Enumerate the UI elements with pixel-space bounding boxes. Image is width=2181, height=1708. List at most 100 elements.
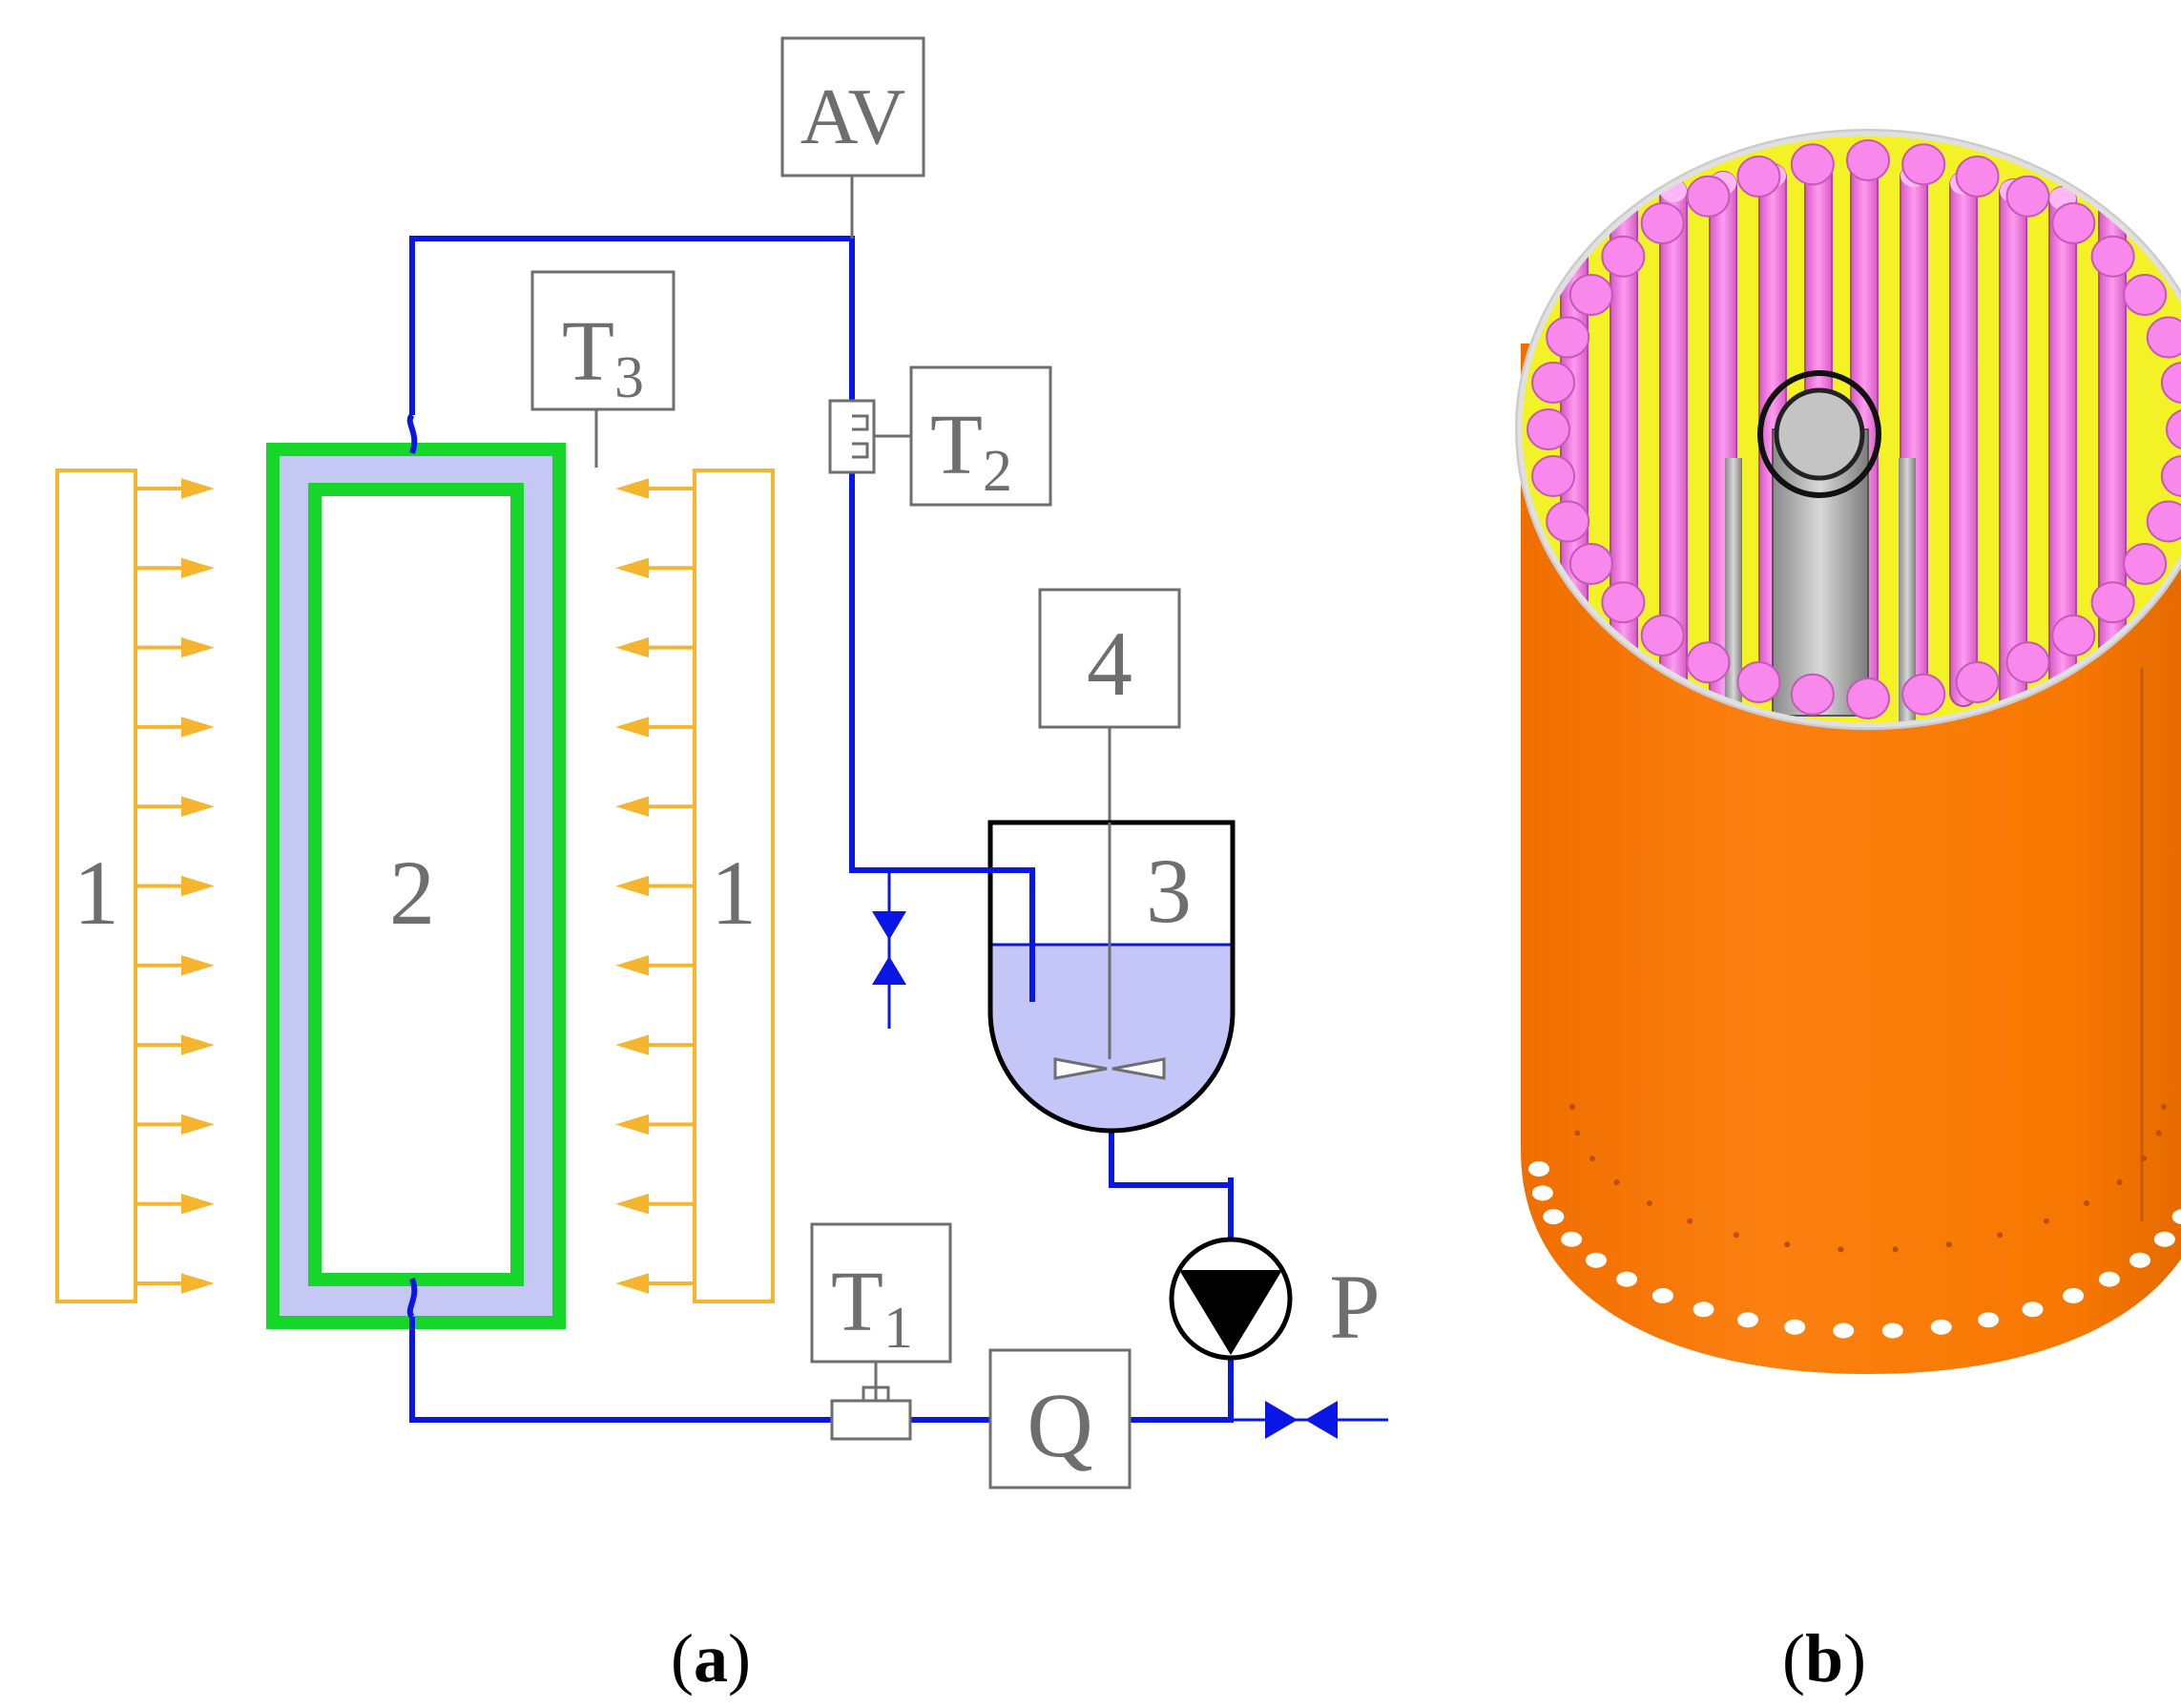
perimeter-tube-end <box>1546 316 1590 359</box>
rivet <box>2155 1130 2162 1136</box>
flow-meter-label: Q <box>1027 1374 1092 1476</box>
rivet <box>1892 1246 1899 1253</box>
rivet <box>1733 1232 1739 1239</box>
central-rods <box>1725 370 1916 725</box>
solar-absorber: 2 <box>266 443 566 1329</box>
rivet <box>1574 1130 1581 1136</box>
rivet <box>2116 1178 2123 1185</box>
heat-arrow-head <box>181 955 215 976</box>
perimeter-tube-end <box>1901 143 1946 186</box>
vent-hole <box>2022 1302 2044 1318</box>
t3-label: T <box>562 304 614 399</box>
perimeter-tube-end <box>1686 175 1731 218</box>
temperature-sensor-t3: T3 <box>530 270 675 468</box>
vent-hole <box>2153 1231 2175 1247</box>
temperature-sensor-t1: T1 <box>810 1222 952 1441</box>
heat-arrow-head <box>615 636 649 658</box>
heat-arrows-right <box>615 478 695 1294</box>
rivet <box>1945 1241 1952 1248</box>
tank-label: 3 <box>1146 840 1192 942</box>
t1-subscript: 1 <box>883 1296 913 1361</box>
stirrer-label: 4 <box>1087 613 1132 715</box>
heat-arrow-head <box>615 1193 649 1215</box>
vent-hole <box>1784 1319 1806 1335</box>
svg-text:T3: T3 <box>562 304 644 410</box>
t2-label: T <box>930 398 983 492</box>
heat-arrow-head <box>181 717 215 738</box>
heat-arrow-head <box>615 717 649 738</box>
svg-text:T1: T1 <box>831 1255 913 1361</box>
perimeter-tube-end <box>1736 660 1781 703</box>
vent-hole <box>1978 1312 2000 1328</box>
temperature-sensor-t2: T2 <box>828 365 1052 507</box>
air-vent: AV <box>780 36 925 239</box>
heat-arrow-head <box>181 1114 215 1135</box>
heat-arrow-head <box>181 557 215 579</box>
pump-label: P <box>1329 1256 1380 1358</box>
perimeter-tube-end <box>2160 454 2181 497</box>
heat-arrow-head <box>615 796 649 817</box>
heat-arrow-head <box>615 875 649 897</box>
flow-meter: Q <box>988 1348 1132 1489</box>
tube-end <box>1561 191 1588 214</box>
t2-subscript: 2 <box>983 439 1012 504</box>
pump: P <box>1169 1237 1381 1361</box>
vent-hole <box>1693 1302 1714 1318</box>
heat-arrow-head <box>615 478 649 499</box>
perimeter-tube-end <box>1790 143 1835 186</box>
tube <box>1999 178 2027 715</box>
rivet <box>1687 1218 1693 1224</box>
heater-right-label: 1 <box>711 842 757 944</box>
t1-label: T <box>831 1255 883 1349</box>
inlet-valve[interactable] <box>1265 1401 1338 1439</box>
storage-tank: 3 <box>852 820 1236 1134</box>
surface-rivets <box>1569 1104 2167 1253</box>
perimeter-tube-end <box>2051 201 2096 244</box>
perimeter-tube-end <box>1531 362 1576 405</box>
perimeter-tube-end <box>1601 581 1646 624</box>
perimeter-tube-end <box>1601 235 1646 278</box>
vent-hole <box>1833 1323 1855 1339</box>
vent-hole <box>1561 1231 1583 1247</box>
perimeter-tube-end <box>1686 641 1731 684</box>
vent-hole <box>1616 1271 1638 1287</box>
perimeter-tube-end <box>1527 408 1570 450</box>
perimeter-tube-end <box>2160 362 2181 405</box>
vent-hole <box>1543 1209 1565 1225</box>
perimeter-tube-end <box>2166 408 2181 450</box>
air-vent-label: AV <box>800 73 906 161</box>
rivet <box>1646 1200 1652 1207</box>
heat-arrow-head <box>615 955 649 976</box>
heat-arrow-head <box>615 1114 649 1135</box>
perimeter-tube-end <box>2146 500 2181 543</box>
heat-arrow-head <box>615 557 649 579</box>
perimeter-tube-end <box>1846 677 1890 719</box>
perimeter-tube-end <box>1955 156 2000 198</box>
heat-arrow-head <box>181 478 215 499</box>
heat-arrow-head <box>181 875 215 897</box>
tube <box>1949 171 1978 707</box>
heater-right: 1 <box>615 469 775 1303</box>
perimeter-tubes <box>1527 139 2181 719</box>
rivet <box>2084 1200 2090 1207</box>
caption-b: (b) <box>1782 1620 1866 1697</box>
perimeter-tube-end <box>1901 673 1946 716</box>
perimeter-tube-end <box>1955 660 2000 703</box>
heat-arrows-left <box>135 478 215 1294</box>
vent-hole <box>1881 1323 1903 1339</box>
rivet <box>1838 1246 1844 1253</box>
stirrer-motor: 4 <box>1038 588 1181 1059</box>
vent-hole <box>2063 1287 2085 1303</box>
heater-left: 1 <box>55 469 215 1303</box>
caption-a: (a) <box>671 1620 751 1697</box>
rivet <box>1613 1178 1620 1185</box>
vent-hole <box>1651 1287 1673 1303</box>
rivet <box>1569 1104 1575 1110</box>
perimeter-tube-end <box>1736 156 1781 198</box>
drain-valve[interactable] <box>872 911 906 985</box>
vent-hole <box>1736 1312 1758 1328</box>
perimeter-tube-end <box>1640 201 1685 244</box>
vent-hole <box>2171 1209 2181 1225</box>
heat-arrow-head <box>181 1273 215 1294</box>
